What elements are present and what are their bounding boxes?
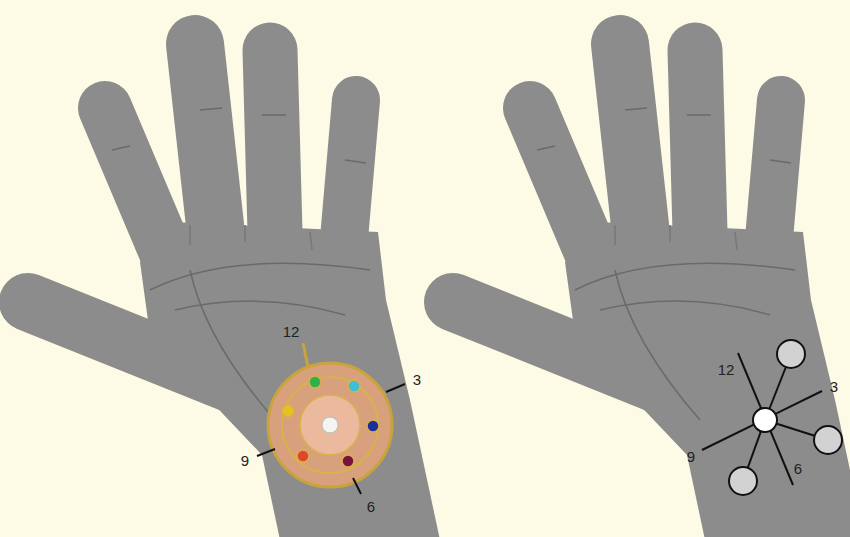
callout-number: 9 [241,453,249,468]
callout-number: 9 [687,449,695,464]
watch-pendant [257,343,405,494]
callout-number: 6 [794,461,802,476]
callout-number: 12 [718,362,735,377]
callout-number: 3 [413,372,421,387]
clock-schematic [702,340,842,495]
callout-number: 12 [283,324,300,339]
callout-number: 3 [830,379,838,394]
callout-number: 6 [367,499,375,514]
